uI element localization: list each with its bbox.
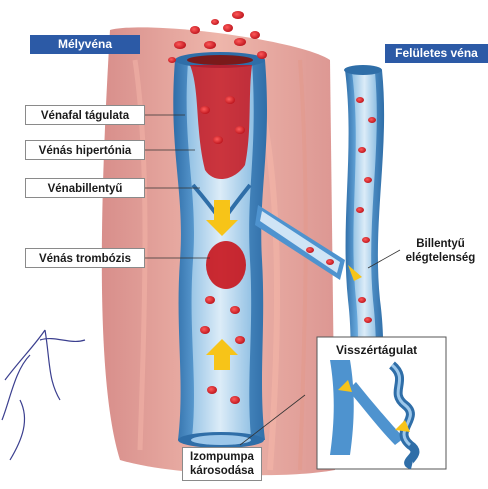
label-venous-thrombosis: Vénás trombózis (25, 248, 145, 268)
inset-title-varicose: Visszértágulat (336, 343, 417, 357)
label-muscle-pump: Izompumpa károsodása (182, 447, 262, 481)
label-valve-insufficiency-line2: elégtelenség (398, 251, 483, 265)
label-venous-valve: Vénabillentyű (25, 178, 145, 198)
header-deep-vein: Mélyvéna (30, 35, 140, 54)
label-valve-insufficiency-line1: Billentyű (398, 237, 483, 251)
label-wall-dilation: Vénafal tágulata (25, 105, 145, 125)
deep-vein (173, 52, 267, 448)
nerve-sketch (2, 330, 85, 460)
header-superficial-vein: Felületes véna (385, 44, 488, 63)
label-muscle-pump-line2: károsodása (186, 464, 258, 478)
label-valve-insufficiency: Billentyű elégtelenség (398, 237, 483, 265)
label-muscle-pump-line1: Izompumpa (186, 450, 258, 464)
label-venous-hypertension: Vénás hipertónia (25, 140, 145, 160)
